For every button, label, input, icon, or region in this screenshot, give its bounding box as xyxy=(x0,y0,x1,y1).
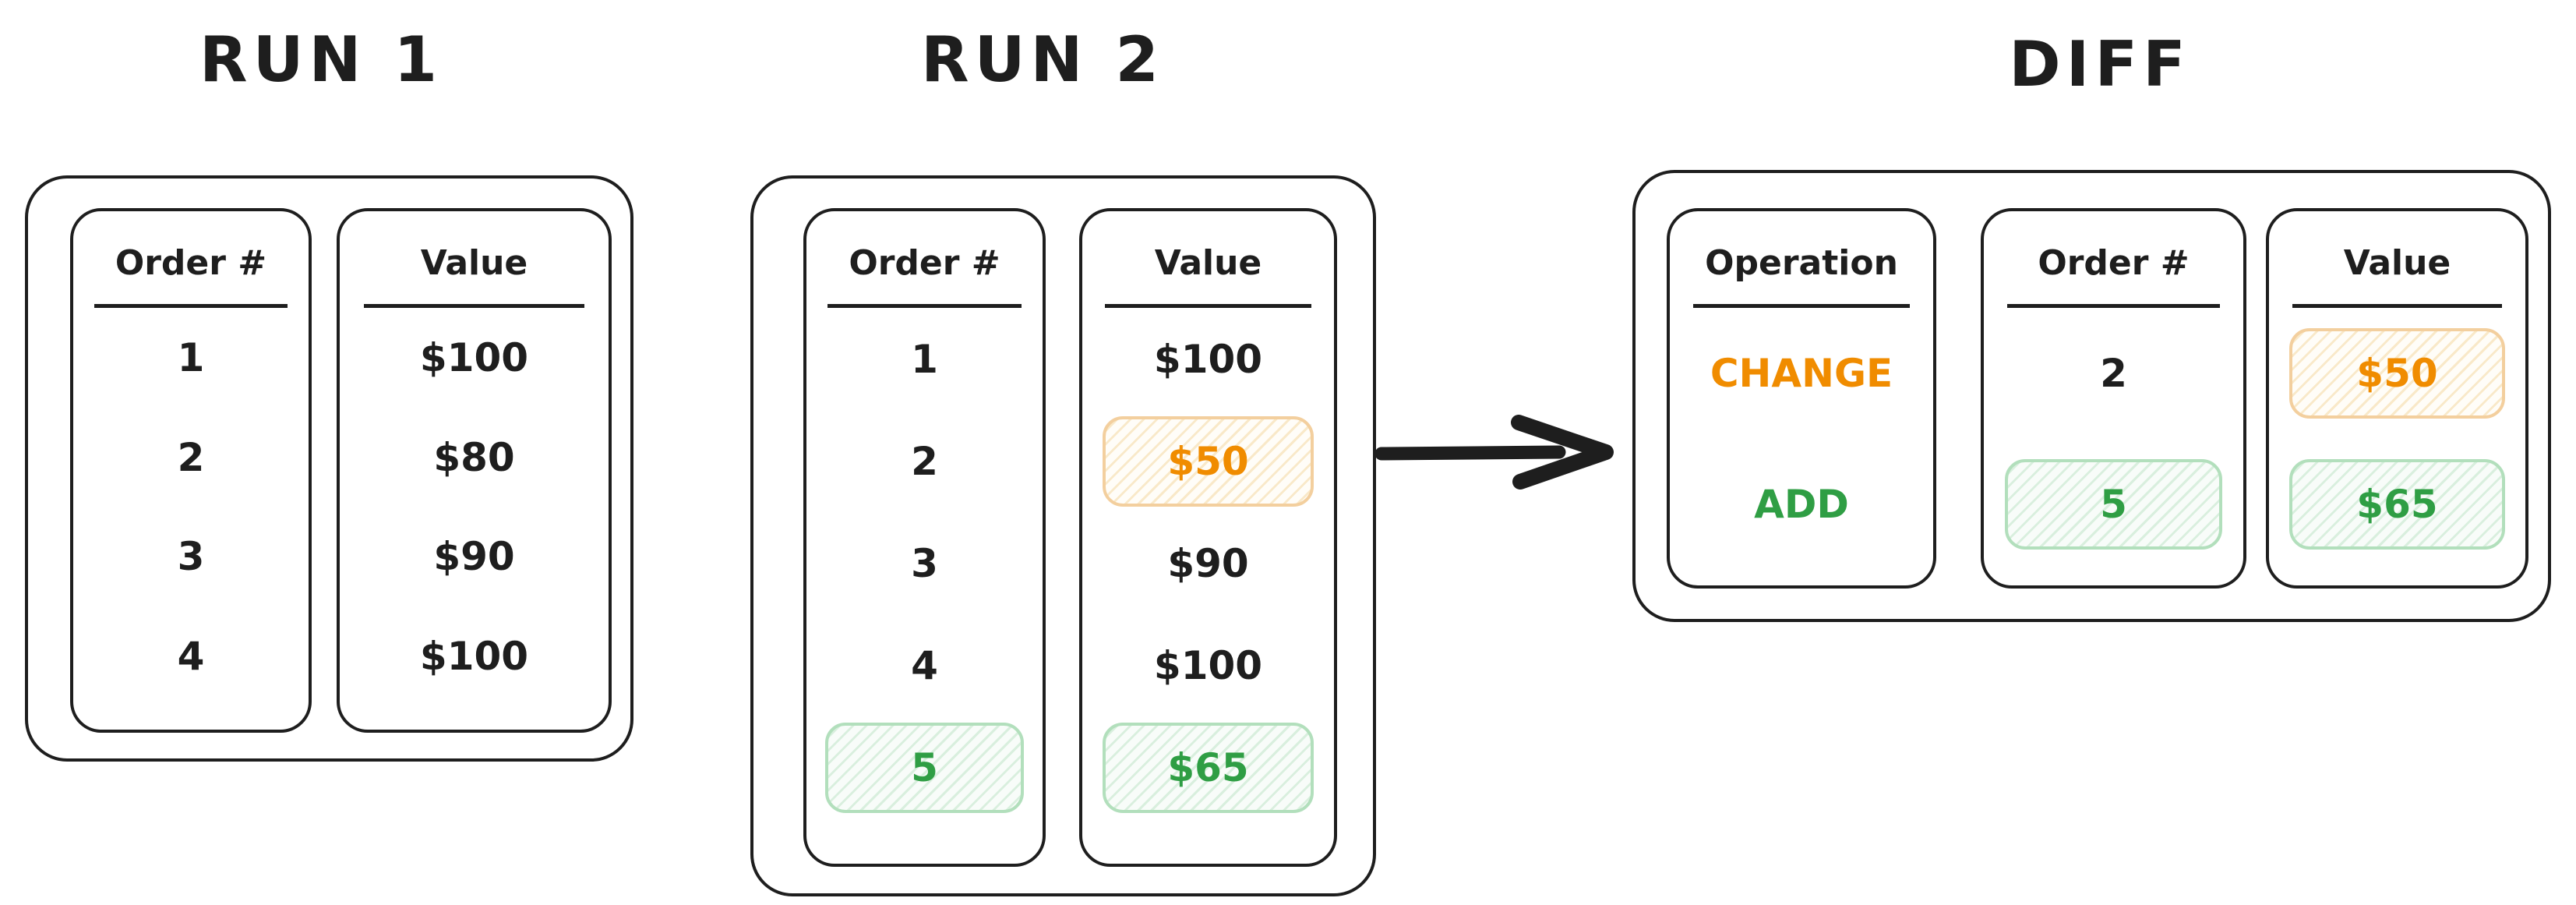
run1-value-column: Value $100 $80 $90 $100 xyxy=(337,208,612,733)
diff-value-column: Value $50 $65 xyxy=(2266,208,2528,589)
run1-table: Order # 1 2 3 4 Value $100 $80 $90 $100 xyxy=(25,175,633,762)
value-cell: $80 xyxy=(433,434,515,480)
diff-order-header: Order # xyxy=(2006,211,2221,308)
operation-cell: CHANGE xyxy=(1710,351,1893,396)
diff-operation-rows: CHANGE ADD xyxy=(1670,308,1933,585)
table-row: 1 xyxy=(806,308,1043,410)
table-row: $90 xyxy=(340,507,609,607)
diff-operation-column: Operation CHANGE ADD xyxy=(1667,208,1936,589)
value-cell: $100 xyxy=(419,334,529,380)
order-cell: 1 xyxy=(911,336,938,382)
added-order-highlight: 5 xyxy=(825,722,1024,813)
table-row: 1 xyxy=(73,308,309,408)
table-row: $100 xyxy=(340,308,609,408)
table-row: 4 xyxy=(73,606,309,706)
order-cell: 5 xyxy=(911,744,938,790)
table-row: CHANGE xyxy=(1670,308,1933,439)
value-cell: $100 xyxy=(1153,642,1263,688)
table-row: 2 xyxy=(1984,308,2243,439)
order-cell: 4 xyxy=(177,634,205,680)
value-cell: $100 xyxy=(1153,336,1263,382)
table-row: $50 xyxy=(2269,308,2525,439)
order-cell: 1 xyxy=(177,334,205,380)
table-row: ADD xyxy=(1670,439,1933,570)
table-row: 2 xyxy=(806,410,1043,512)
table-row: $50 xyxy=(1082,410,1334,512)
value-cell: $90 xyxy=(433,534,515,580)
value-cell: $50 xyxy=(2356,351,2438,396)
diff-operation-header: Operation xyxy=(1693,211,1910,308)
run1-title: RUN 1 xyxy=(199,23,443,96)
table-row: $100 xyxy=(1082,614,1334,716)
order-cell: 4 xyxy=(911,642,938,688)
order-cell: 2 xyxy=(177,434,205,480)
changed-value-highlight: $50 xyxy=(1102,415,1314,507)
arrow-right-icon xyxy=(1374,415,1614,490)
run1-order-column: Order # 1 2 3 4 xyxy=(70,208,312,733)
table-row: $80 xyxy=(340,408,609,507)
operation-cell: ADD xyxy=(1754,482,1849,527)
run2-value-header: Value xyxy=(1105,211,1311,308)
table-row: 3 xyxy=(806,512,1043,614)
table-row: 5 xyxy=(1984,439,2243,570)
table-row: $100 xyxy=(340,606,609,706)
run2-table: Order # 1 2 3 4 5 Value $100 $50 xyxy=(750,175,1376,896)
value-cell: $50 xyxy=(1167,438,1249,484)
added-value-highlight: $65 xyxy=(1102,722,1314,813)
added-order-highlight: 5 xyxy=(2004,459,2223,550)
run2-value-rows: $100 $50 $90 $100 $65 xyxy=(1082,308,1334,864)
diff-order-rows: 2 5 xyxy=(1984,308,2243,585)
table-row: $100 xyxy=(1082,308,1334,410)
table-row: $90 xyxy=(1082,512,1334,614)
diff-title: DIFF xyxy=(2009,28,2191,101)
order-cell: 2 xyxy=(911,438,938,484)
run1-value-rows: $100 $80 $90 $100 xyxy=(340,308,609,730)
value-cell: $65 xyxy=(2356,482,2438,527)
diff-table: Operation CHANGE ADD Order # 2 5 Value xyxy=(1632,170,2551,622)
run1-order-header: Order # xyxy=(94,211,288,308)
table-row: 5 xyxy=(806,716,1043,818)
order-cell: 3 xyxy=(911,540,938,586)
run2-order-rows: 1 2 3 4 5 xyxy=(806,308,1043,864)
run2-order-column: Order # 1 2 3 4 5 xyxy=(803,208,1046,867)
table-row: $65 xyxy=(1082,716,1334,818)
run2-title: RUN 2 xyxy=(920,23,1165,96)
value-cell: $65 xyxy=(1167,744,1249,790)
diff-value-header: Value xyxy=(2292,211,2503,308)
order-cell: 2 xyxy=(2100,351,2127,396)
table-row: $65 xyxy=(2269,439,2525,570)
run2-order-header: Order # xyxy=(827,211,1022,308)
diff-order-column: Order # 2 5 xyxy=(1981,208,2246,589)
run2-value-column: Value $100 $50 $90 $100 $65 xyxy=(1079,208,1337,867)
value-cell: $100 xyxy=(419,634,529,680)
diff-value-rows: $50 $65 xyxy=(2269,308,2525,585)
changed-value-highlight: $50 xyxy=(2289,328,2505,419)
run1-value-header: Value xyxy=(364,211,584,308)
table-row: 3 xyxy=(73,507,309,607)
run1-order-rows: 1 2 3 4 xyxy=(73,308,309,730)
order-cell: 5 xyxy=(2100,482,2127,527)
order-cell: 3 xyxy=(177,534,205,580)
added-value-highlight: $65 xyxy=(2289,459,2505,550)
value-cell: $90 xyxy=(1167,540,1249,586)
table-row: 2 xyxy=(73,408,309,507)
table-row: 4 xyxy=(806,614,1043,716)
